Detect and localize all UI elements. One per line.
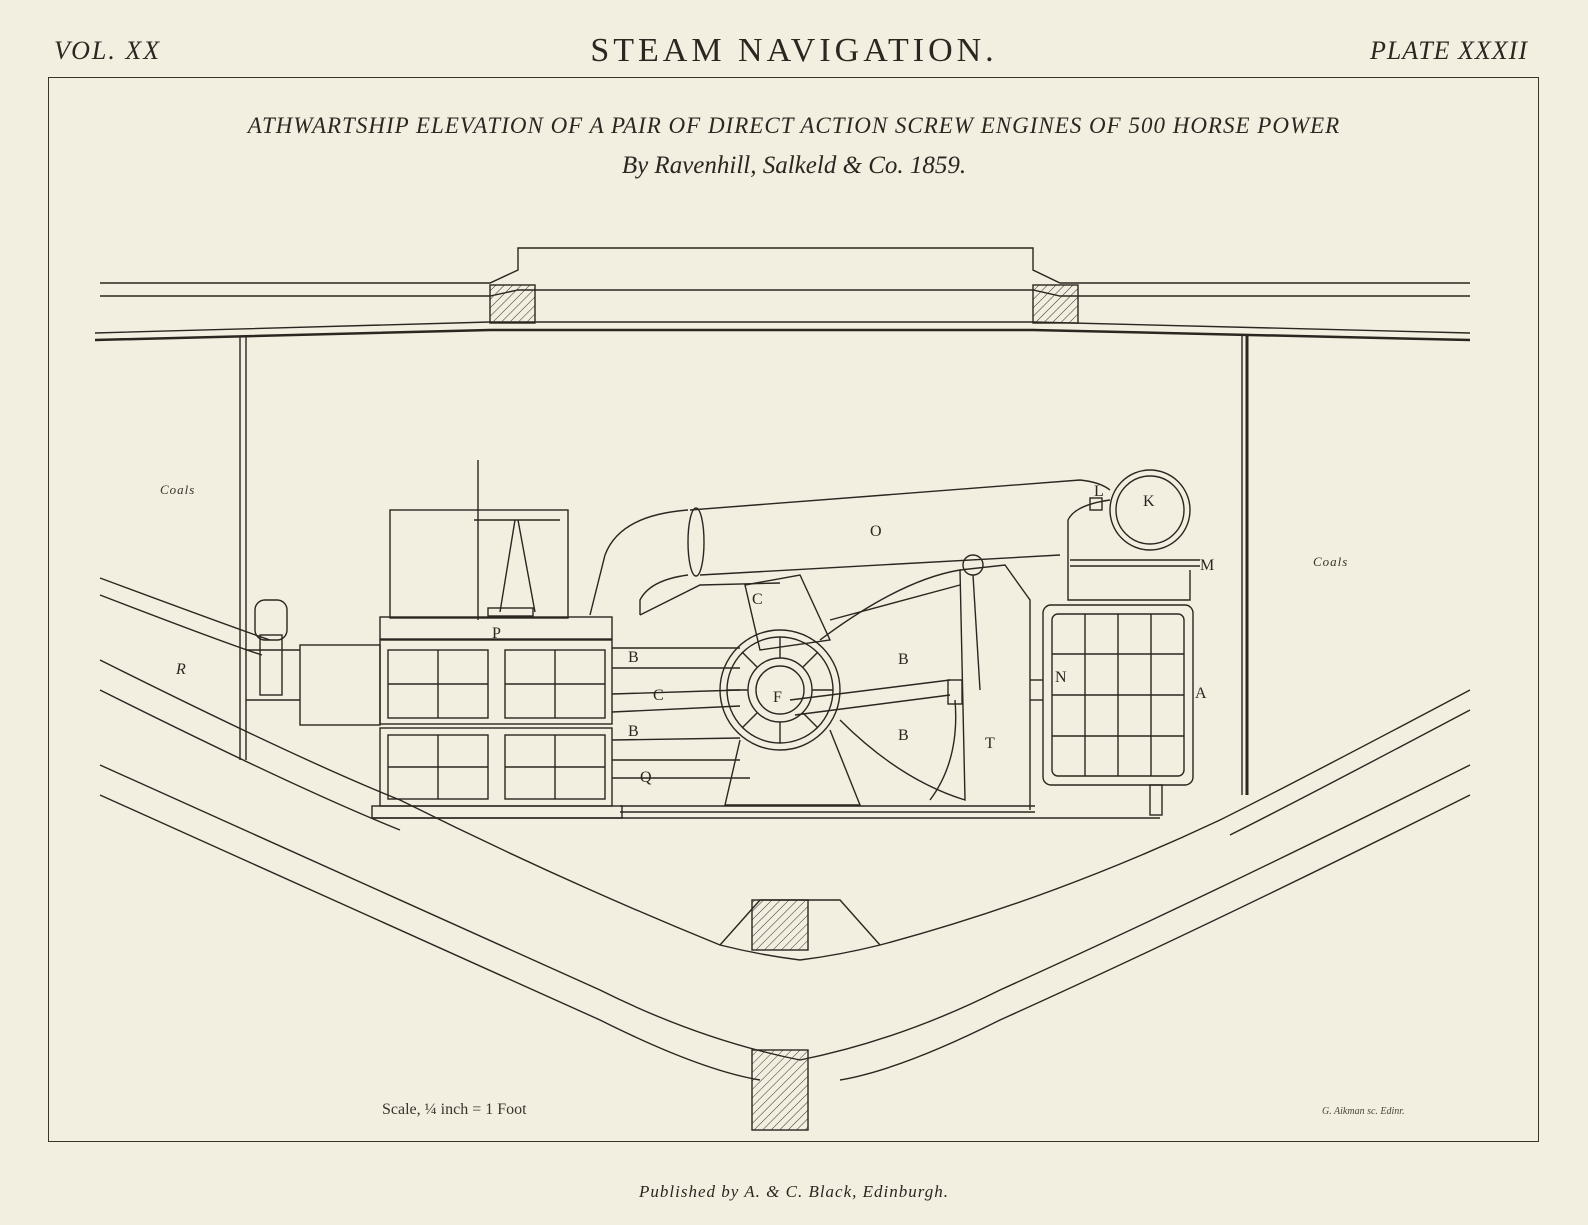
hull-frame xyxy=(99,577,1471,1131)
label-B: B xyxy=(628,723,639,740)
maker-credit: By Ravenhill, Salkeld & Co. 1859. xyxy=(621,152,967,179)
plate-border xyxy=(48,77,1539,1142)
coals-right-label: Coals xyxy=(1313,554,1348,569)
cylinder-block xyxy=(371,616,623,819)
condenser-A xyxy=(1030,604,1194,816)
exhaust-pipe-O xyxy=(589,479,1111,616)
publisher-line: Published by A. & C. Black, Edinburgh. xyxy=(639,1182,949,1201)
connecting-rod xyxy=(789,554,1031,810)
label-B: B xyxy=(898,727,909,744)
label-L: L xyxy=(1094,483,1104,500)
label-K: K xyxy=(1143,493,1155,510)
label-B: B xyxy=(628,649,639,666)
label-C: C xyxy=(653,687,664,704)
feed-pipe-R xyxy=(246,599,381,726)
valve-chest-K xyxy=(1067,469,1200,601)
label-F: F xyxy=(773,689,782,706)
label-P: P xyxy=(492,625,501,642)
label-T: T xyxy=(985,735,995,752)
crank-wheel xyxy=(719,574,862,806)
bedplate xyxy=(372,805,1160,819)
volume-label: VOL. XX xyxy=(54,36,162,65)
label-R: R xyxy=(175,661,186,678)
label-O: O xyxy=(870,523,882,540)
plate-number: PLATE XXXII xyxy=(1369,36,1528,65)
plate-title: ATHWARTSHIP ELEVATION OF A PAIR OF DIREC… xyxy=(247,113,1341,138)
piston-rods xyxy=(611,647,750,779)
component-labels: A B B B B C C F K L M N O P Q R T Coals … xyxy=(160,482,1348,786)
label-Q: Q xyxy=(640,769,652,786)
deck-beam xyxy=(94,247,1471,342)
label-C: C xyxy=(752,591,763,608)
label-A: A xyxy=(1195,685,1207,702)
coals-left-label: Coals xyxy=(160,482,195,497)
label-B: B xyxy=(898,651,909,668)
scale-note: Scale, ¼ inch = 1 Foot xyxy=(382,1101,527,1118)
bunker-bulkhead xyxy=(239,336,1249,795)
label-M: M xyxy=(1200,557,1214,574)
label-N: N xyxy=(1055,669,1067,686)
engraver-credit: G. Aikman sc. Edinr. xyxy=(1322,1106,1405,1117)
plate-header-title: STEAM NAVIGATION. xyxy=(590,32,998,69)
valve-frame xyxy=(389,460,569,620)
